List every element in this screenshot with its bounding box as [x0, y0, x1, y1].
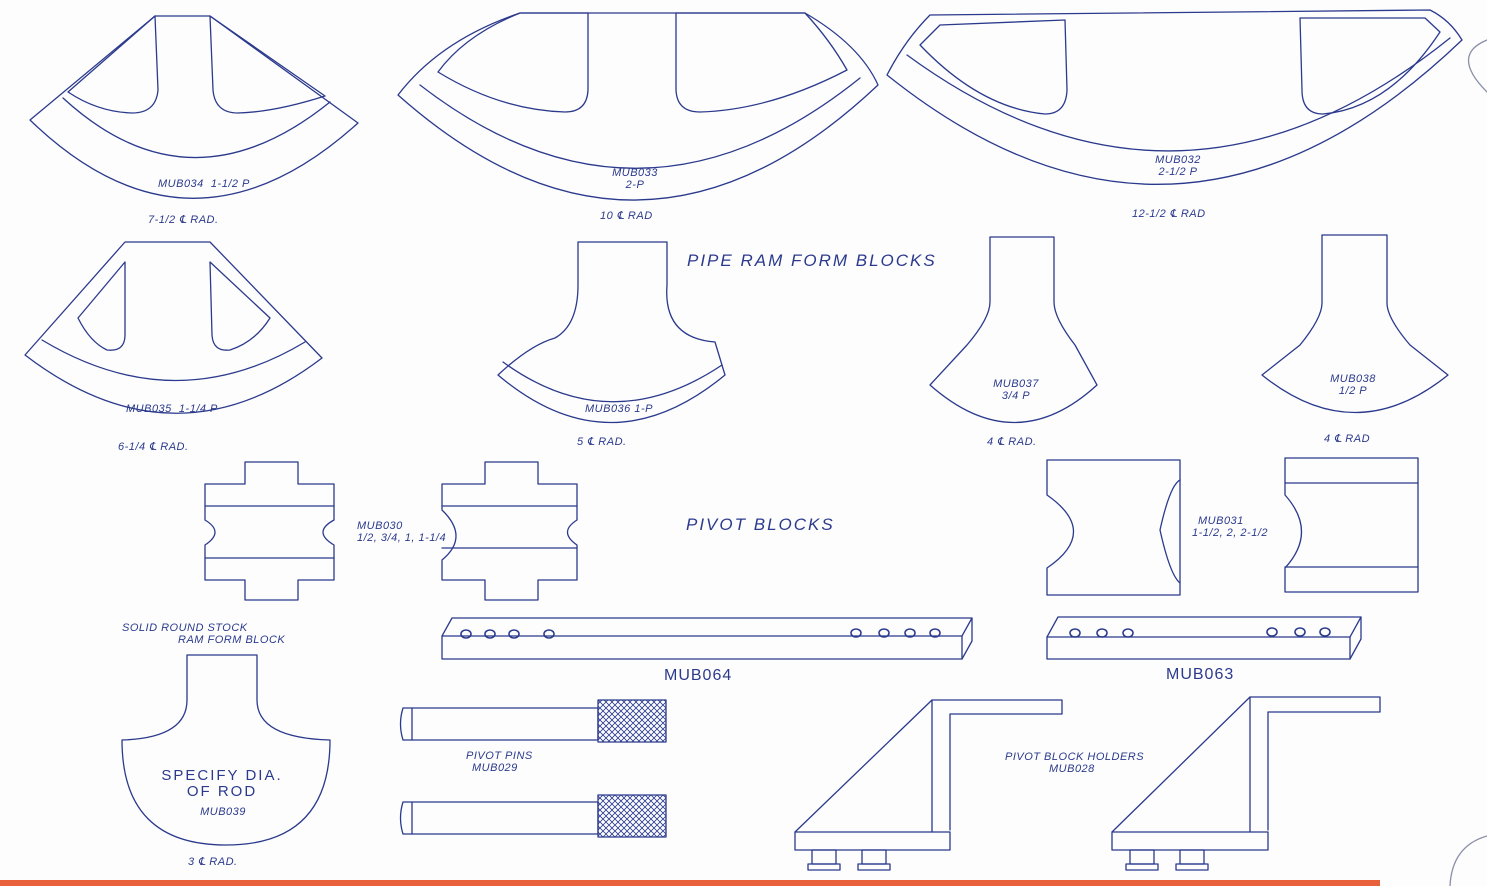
bottom-accent-bar — [0, 880, 1380, 886]
title-pipe-ram-form-blocks: PIPE RAM FORM BLOCKS — [687, 251, 937, 270]
mub034-radius: 7-1/2 ℄ RAD. — [148, 214, 219, 226]
mub039-part: MUB039 — [200, 806, 246, 818]
bar-mub063 — [1046, 616, 1362, 660]
pivot-block-mub031-left — [1046, 459, 1181, 596]
pivot-block-holder-right — [1111, 696, 1381, 871]
pivot-block-holder-left — [794, 699, 1063, 871]
mub039-spec: SPECIFY DIA.OF ROD — [161, 767, 283, 800]
form-block-mub038 — [1261, 234, 1449, 413]
mub035-label: MUB035 1-1/4 P — [126, 403, 218, 415]
pivot-block-mub031-right — [1284, 457, 1419, 593]
mub038-radius: 4 ℄ RAD — [1324, 433, 1371, 445]
page-edge-arc-bottom — [1449, 835, 1487, 886]
form-block-mub034 — [29, 15, 359, 199]
mub064-label: MUB064 — [664, 667, 733, 684]
form-block-mub039 — [121, 654, 331, 846]
mub037-radius: 4 ℄ RAD. — [987, 436, 1037, 448]
form-block-mub033 — [397, 12, 879, 201]
mub033-radius: 10 ℄ RAD — [600, 210, 653, 222]
bar-mub064 — [441, 617, 973, 660]
mub063-label: MUB063 — [1166, 666, 1235, 683]
mub036-label: MUB036 1-P — [585, 403, 653, 415]
form-block-mub036 — [497, 241, 726, 423]
title-pivot-blocks: PIVOT BLOCKS — [686, 515, 835, 534]
mub034-label: MUB034 1-1/2 P — [158, 178, 250, 190]
page-edge-arc-top — [1468, 39, 1487, 93]
pivot-pin-lower — [399, 794, 667, 838]
form-block-mub032 — [886, 9, 1463, 185]
pivot-block-mub030-left — [204, 461, 335, 601]
mub036-radius: 5 ℄ RAD. — [577, 436, 627, 448]
form-block-mub037 — [929, 236, 1098, 423]
mub035-radius: 6-1/4 ℄ RAD. — [118, 441, 189, 453]
pivot-pin-upper — [399, 699, 667, 743]
mub039-radius: 3 ℄ RAD. — [188, 856, 238, 868]
pivot-block-mub030-right — [441, 461, 578, 601]
mub032-radius: 12-1/2 ℄ RAD — [1132, 208, 1206, 220]
form-block-mub035 — [24, 241, 323, 414]
